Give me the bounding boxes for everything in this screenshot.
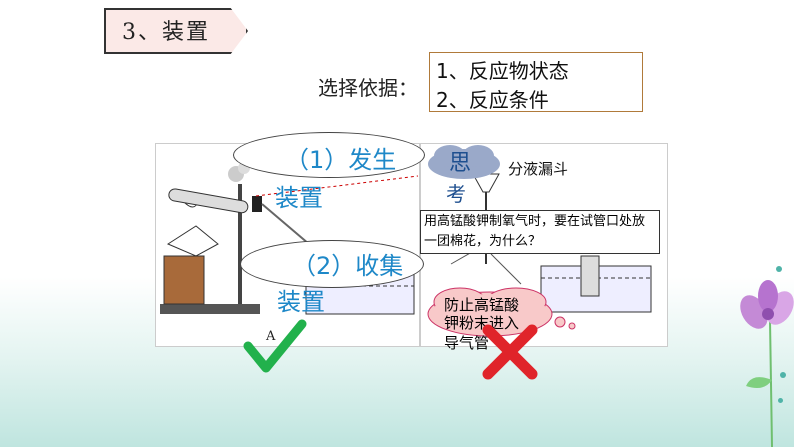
generator-oval [233, 132, 425, 178]
title-banner [104, 8, 248, 54]
collector-label-2: 装置 [277, 288, 325, 316]
answer-line-3: 导气管 [444, 334, 490, 352]
section-title: 3、装置 [122, 20, 210, 45]
collector-label-1: （2）收集 [292, 252, 404, 280]
apparatus-drawing: A [160, 162, 419, 344]
basis-item-1: 1、反应物状态 [436, 59, 569, 83]
funnel-drawing [450, 173, 652, 313]
answer-line-1: 防止高锰酸 [444, 296, 520, 314]
decorative-dot [780, 372, 786, 378]
basis-label: 选择依据： [318, 76, 418, 100]
generator-label-2: 装置 [275, 184, 323, 212]
decorative-dot [776, 266, 782, 272]
think-label-2: 考 [446, 182, 466, 206]
collector-oval [240, 240, 424, 288]
answer-line-2: 钾粉末进入 [444, 314, 520, 332]
cross-mark-icon [482, 324, 538, 380]
apparatus-label: A [265, 329, 276, 344]
question-note: 用高锰酸钾制氧气时，要在试管口处放一团棉花，为什么？ [420, 210, 660, 254]
basis-item-2: 2、反应条件 [436, 88, 549, 112]
decorative-flower-icon [740, 280, 794, 447]
check-mark-icon [243, 319, 307, 373]
decorative-dot [778, 398, 783, 403]
funnel-label: 分液漏斗 [508, 160, 569, 178]
generator-label-1: （1）发生 [285, 146, 397, 174]
basis-box [429, 52, 643, 112]
answer-cloud-shape [427, 287, 576, 337]
think-label-1: 思 [449, 151, 472, 176]
think-cloud-shape [428, 145, 500, 179]
